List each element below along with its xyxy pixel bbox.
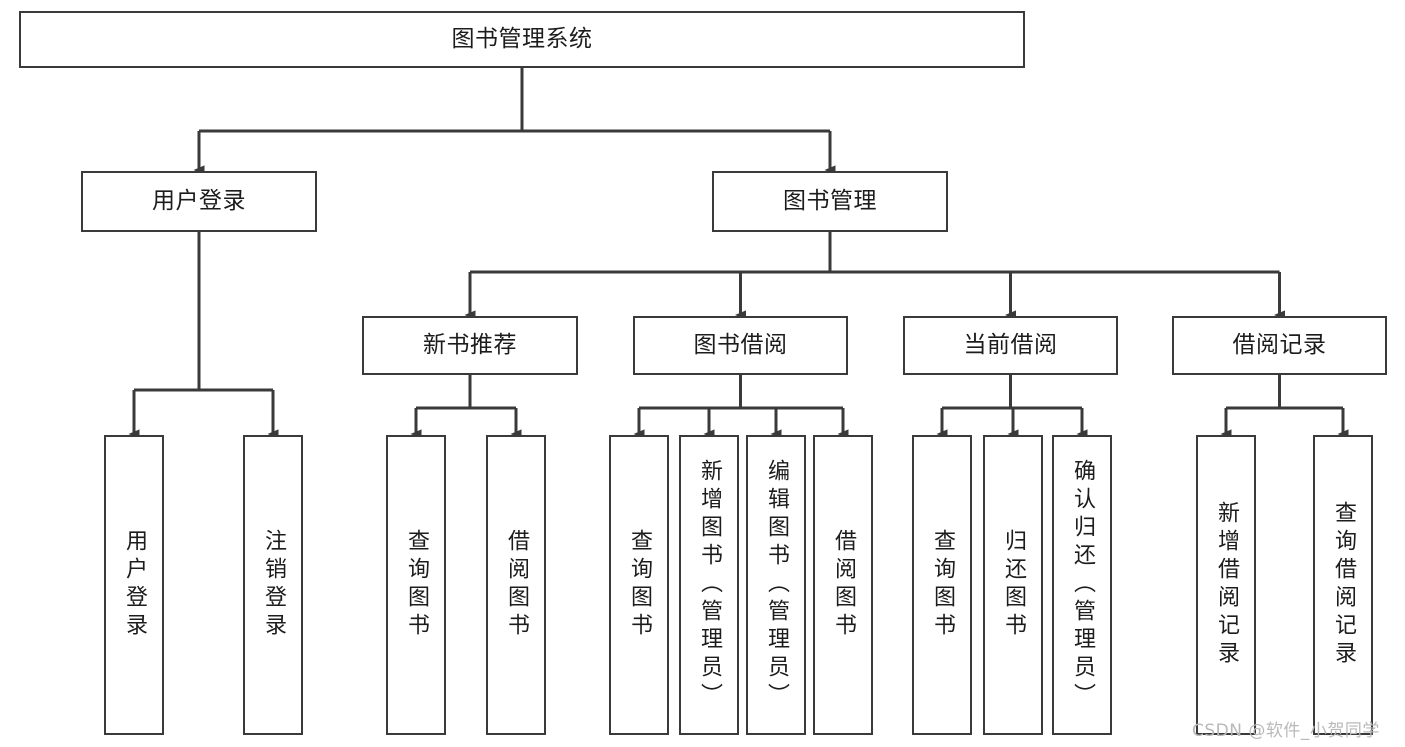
- node-leaf-borrow-book-recommend[interactable]: 借阅图书: [486, 435, 546, 735]
- node-book-manage[interactable]: 图书管理: [712, 171, 948, 232]
- node-leaf-query-book-borrow[interactable]: 查询图书: [609, 435, 669, 735]
- node-label: 查询借阅记录: [1331, 501, 1356, 669]
- node-leaf-return-book[interactable]: 归还图书: [983, 435, 1043, 735]
- node-label: 编辑图书（管理员）: [764, 459, 789, 711]
- node-root[interactable]: 图书管理系统: [19, 11, 1025, 68]
- node-label: 图书管理系统: [451, 25, 593, 52]
- node-leaf-add-borrow-record[interactable]: 新增借阅记录: [1196, 435, 1256, 735]
- node-label: 新增借阅记录: [1214, 501, 1239, 669]
- node-label: 当前借阅: [963, 331, 1058, 358]
- node-label: 图书借阅: [693, 331, 788, 358]
- node-leaf-confirm-return[interactable]: 确认归还（管理员）: [1052, 435, 1112, 735]
- node-label: 确认归还（管理员）: [1070, 459, 1095, 711]
- node-label: 查询图书: [930, 529, 955, 641]
- node-label: 归还图书: [1001, 529, 1026, 641]
- node-label: 新书推荐: [423, 331, 517, 358]
- node-label: 注销登录: [261, 529, 286, 641]
- csdn-watermark: CSDN @软件_小贺同学: [1192, 721, 1380, 741]
- node-leaf-add-book[interactable]: 新增图书（管理员）: [679, 435, 739, 735]
- node-leaf-query-borrow-record[interactable]: 查询借阅记录: [1313, 435, 1373, 735]
- node-label: 查询图书: [404, 529, 429, 641]
- node-leaf-user-login[interactable]: 用户登录: [104, 435, 164, 735]
- node-label: 借阅图书: [504, 529, 529, 641]
- node-leaf-edit-book[interactable]: 编辑图书（管理员）: [746, 435, 806, 735]
- node-user-login[interactable]: 用户登录: [81, 171, 317, 232]
- node-leaf-borrow-book[interactable]: 借阅图书: [813, 435, 873, 735]
- node-leaf-user-logout[interactable]: 注销登录: [243, 435, 303, 735]
- node-label: 借阅图书: [831, 529, 856, 641]
- node-leaf-query-book-current[interactable]: 查询图书: [912, 435, 972, 735]
- node-label: 借阅记录: [1232, 331, 1327, 358]
- node-book-borrow[interactable]: 图书借阅: [633, 316, 848, 375]
- node-label: 用户登录: [122, 529, 147, 641]
- node-label: 新增图书（管理员）: [697, 459, 722, 711]
- node-leaf-query-book-recommend[interactable]: 查询图书: [386, 435, 446, 735]
- node-label: 用户登录: [152, 187, 246, 214]
- node-current-borrow[interactable]: 当前借阅: [903, 316, 1118, 375]
- node-new-book-recommend[interactable]: 新书推荐: [362, 316, 578, 375]
- node-label: 查询图书: [627, 529, 652, 641]
- node-label: 图书管理: [783, 187, 877, 214]
- node-borrow-record[interactable]: 借阅记录: [1172, 316, 1387, 375]
